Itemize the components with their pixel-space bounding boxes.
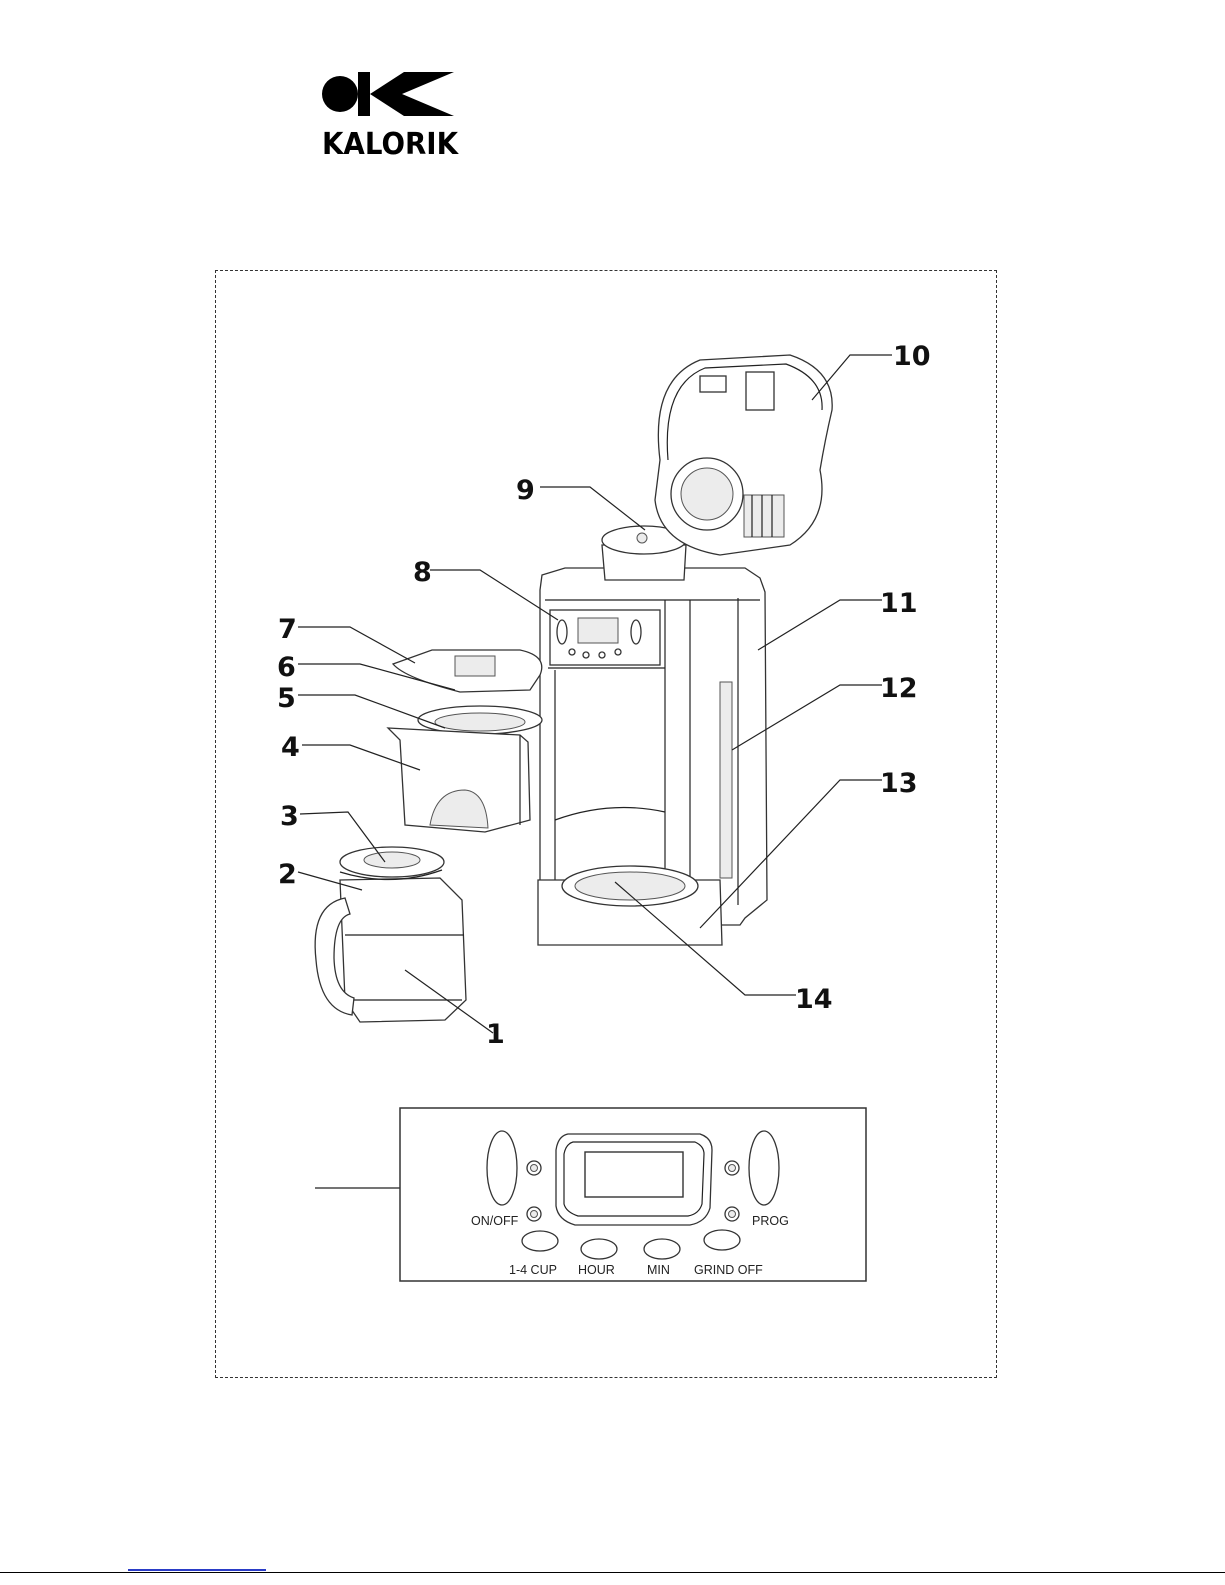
callout-5: 5 xyxy=(277,683,296,714)
water-level-window xyxy=(720,682,732,878)
label-on-off: ON/OFF xyxy=(471,1214,519,1228)
coffee-maker-body xyxy=(538,526,767,945)
on-off-button[interactable] xyxy=(487,1131,517,1205)
footer-link-underline[interactable] xyxy=(128,1569,266,1571)
callout-6: 6 xyxy=(277,652,296,683)
filter-cover xyxy=(393,650,542,692)
cup-button[interactable] xyxy=(522,1231,558,1251)
control-panel-detail: ON/OFF PROG 1-4 CUP HOUR MIN GRIND OFF xyxy=(400,1108,866,1281)
label-cup: 1-4 CUP xyxy=(509,1263,557,1277)
grind-off-button[interactable] xyxy=(704,1230,740,1250)
lcd-display xyxy=(585,1152,683,1197)
callout-13: 13 xyxy=(880,768,918,799)
label-prog: PROG xyxy=(752,1214,789,1228)
callout-4: 4 xyxy=(281,732,300,763)
footer-rule xyxy=(0,1572,1225,1573)
label-hour: HOUR xyxy=(578,1263,615,1277)
callout-10: 10 xyxy=(893,341,931,372)
min-button[interactable] xyxy=(644,1239,680,1259)
callout-2: 2 xyxy=(278,859,297,890)
prog-button[interactable] xyxy=(749,1131,779,1205)
callout-3: 3 xyxy=(280,801,299,832)
label-min: MIN xyxy=(647,1263,670,1277)
carafe xyxy=(315,847,466,1022)
filter-basket xyxy=(388,706,542,832)
callout-8: 8 xyxy=(413,557,432,588)
top-lid-open xyxy=(655,355,832,555)
callout-7: 7 xyxy=(278,614,297,645)
callout-9: 9 xyxy=(516,475,535,506)
hour-button[interactable] xyxy=(581,1239,617,1259)
callout-1: 1 xyxy=(486,1019,505,1050)
callout-14: 14 xyxy=(795,984,833,1015)
callout-11: 11 xyxy=(880,588,918,619)
label-grind-off: GRIND OFF xyxy=(694,1263,763,1277)
callout-12: 12 xyxy=(880,673,918,704)
